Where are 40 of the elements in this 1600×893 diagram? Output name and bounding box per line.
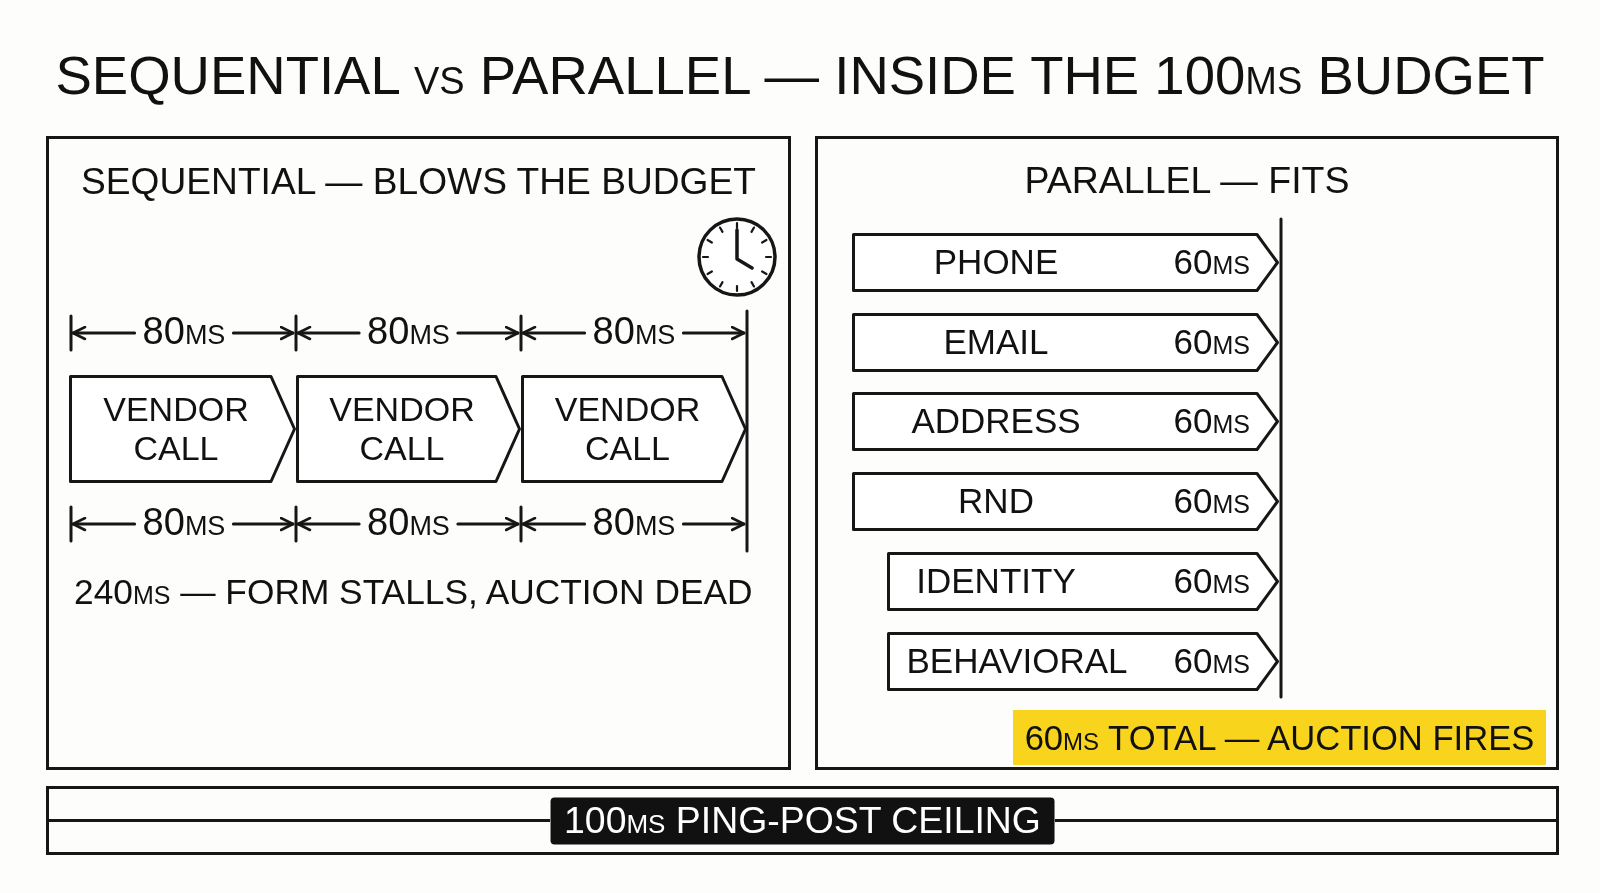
- process-step: [69, 375, 296, 483]
- dimension-label: 80ms: [592, 311, 676, 353]
- comparison-panel: [46, 136, 791, 770]
- bar-label: ADDRESS: [911, 401, 1081, 441]
- bar-label: IDENTITY: [916, 561, 1076, 601]
- duration-label: 60ms: [1173, 322, 1250, 362]
- step-label: VENDOR CALL: [103, 390, 249, 468]
- ceiling-band: [46, 786, 1559, 855]
- dimension-label: 80ms: [142, 502, 226, 544]
- timing-bar: [852, 312, 1279, 372]
- dimension-label: 80ms: [367, 502, 450, 544]
- duration-label: 60ms: [1173, 561, 1250, 601]
- panel-heading: SEQUENTIAL — BLOWS THE BUDGET: [81, 160, 756, 202]
- process-step: [521, 375, 747, 483]
- duration-label: 60ms: [1173, 481, 1250, 521]
- diagram-title: SEQUENTIAL vs PARALLEL — INSIDE THE 100ms BUDGET: [55, 46, 1545, 106]
- timing-bar: [887, 551, 1279, 611]
- ceiling-label: 100ms PING-POST CEILING: [550, 796, 1055, 845]
- bar-label: BEHAVIORAL: [906, 641, 1128, 681]
- step-label: VENDOR CALL: [554, 390, 701, 468]
- timing-bar: [852, 391, 1279, 451]
- comparison-panel: [815, 136, 1559, 770]
- bar-label: PHONE: [933, 242, 1059, 282]
- timing-bar: [887, 631, 1279, 691]
- duration-label: 60ms: [1173, 401, 1250, 441]
- step-label: VENDOR CALL: [329, 390, 475, 468]
- bar-label: EMAIL: [943, 322, 1049, 362]
- duration-label: 60ms: [1173, 641, 1250, 681]
- duration-label: 60ms: [1173, 242, 1250, 282]
- timing-bar: [852, 232, 1279, 292]
- result-note: 240ms — FORM STALLS, AUCTION DEAD: [74, 572, 753, 612]
- process-step: [296, 375, 521, 483]
- timing-bar: [852, 471, 1279, 531]
- panel-heading: PARALLEL — FITS: [1024, 160, 1350, 202]
- summary-text: 60ms TOTAL — AUCTION FIRES: [1024, 718, 1535, 757]
- dimension-label: 80ms: [142, 311, 226, 353]
- highlight-banner: [1013, 710, 1546, 765]
- bar-label: RND: [958, 481, 1034, 521]
- dimension-label: 80ms: [367, 311, 450, 353]
- dimension-label: 80ms: [592, 502, 676, 544]
